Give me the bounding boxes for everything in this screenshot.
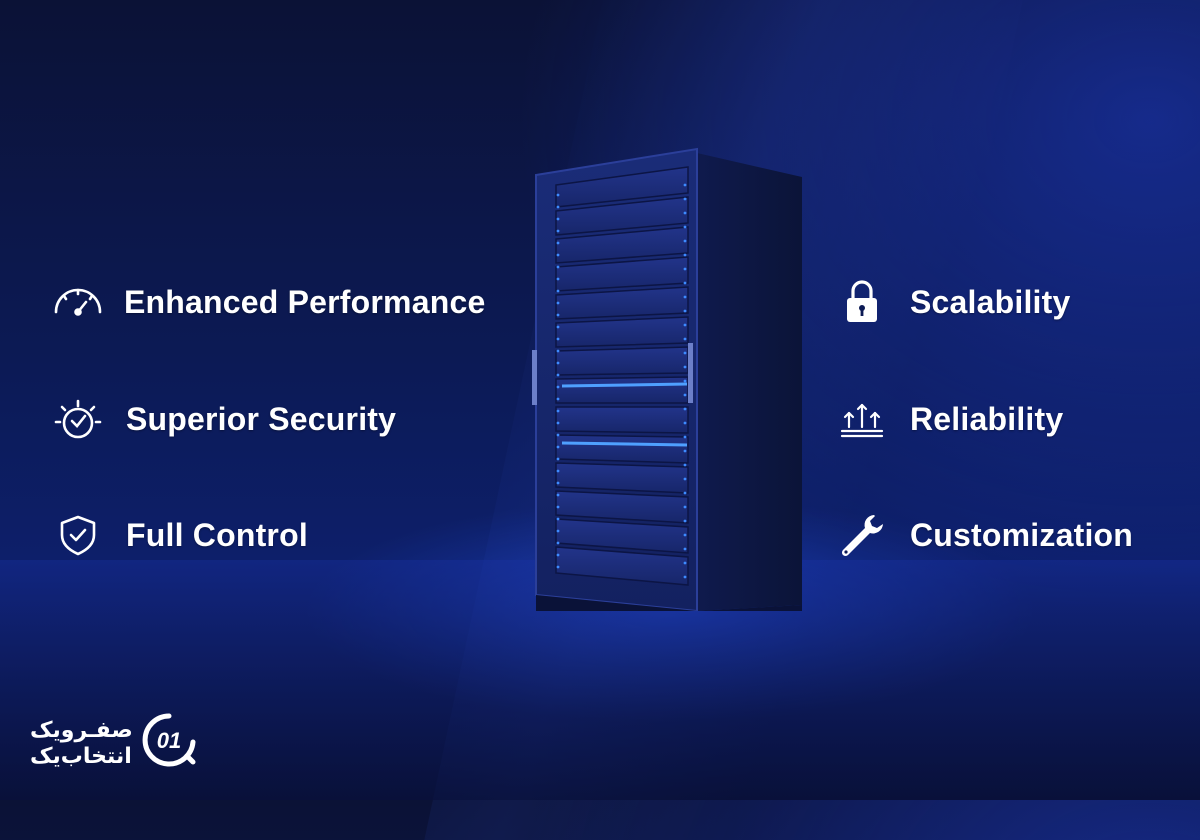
server-slots: [555, 166, 689, 586]
feature-label: Reliability: [910, 400, 1064, 437]
feature-customization: Customization: [832, 513, 1133, 557]
rack-handle: [532, 350, 537, 405]
svg-text:01: 01: [157, 728, 181, 753]
feature-label: Scalability: [910, 283, 1071, 320]
brand-logo-icon: 01: [141, 712, 197, 773]
feature-reliability: Reliability: [832, 397, 1063, 441]
glow-line: [561, 441, 688, 447]
speedometer-icon: [48, 280, 108, 324]
feature-label: Customization: [910, 516, 1134, 553]
feature-label: Full Control: [126, 516, 308, 553]
brand-logo: صفـرویک انتخاب‌یک 01: [30, 712, 197, 773]
server-rack-illustration: [532, 147, 802, 611]
shield-check-icon: [48, 513, 108, 557]
feature-superior-security: Superior Security: [48, 397, 396, 441]
status-leds: [556, 183, 687, 579]
feature-label: Enhanced Performance: [124, 283, 486, 320]
feature-scalability: Scalability: [832, 280, 1071, 324]
arrows-up-icon: [832, 397, 892, 441]
rack-handle: [688, 343, 693, 403]
brand-name-line1: صفـرویک: [30, 716, 133, 742]
brand-name-line2: انتخاب‌یک: [30, 742, 132, 768]
wrench-icon: [832, 513, 892, 557]
sun-shield-icon: [48, 397, 108, 441]
feature-label: Superior Security: [126, 400, 397, 437]
lock-icon: [832, 280, 892, 324]
glow-line: [561, 382, 688, 388]
feature-full-control: Full Control: [48, 513, 308, 557]
brand-name: صفـرویک انتخاب‌یک: [30, 717, 133, 769]
feature-enhanced-performance: Enhanced Performance: [48, 280, 485, 324]
